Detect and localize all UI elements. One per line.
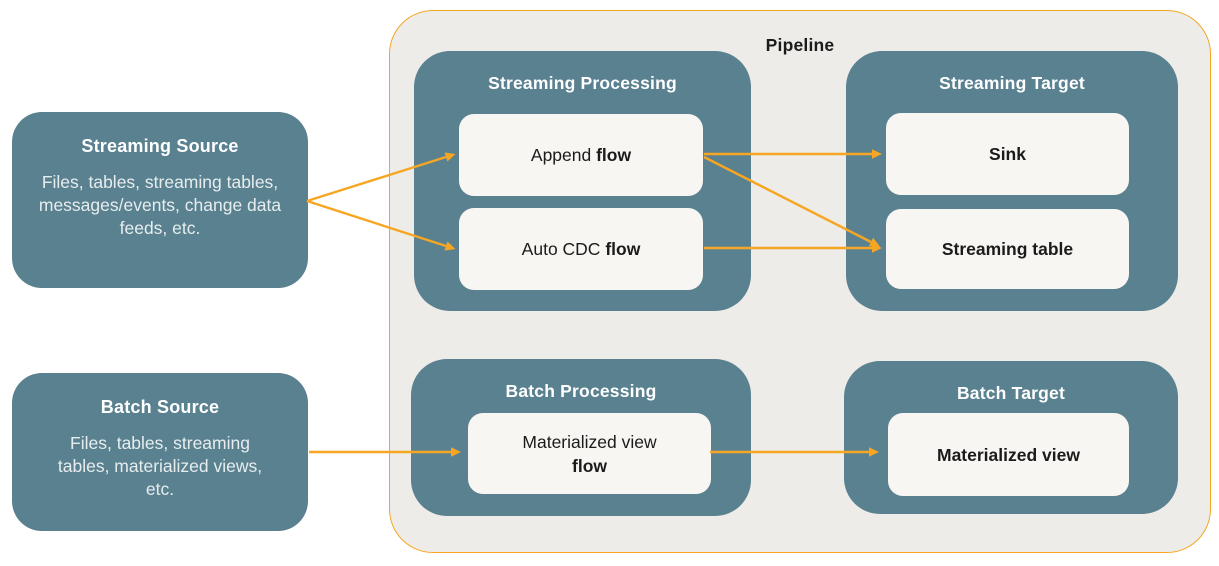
streaming-processing-box: Streaming Processing Append flow Auto CD… [414, 51, 751, 311]
streaming-processing-title: Streaming Processing [488, 73, 677, 93]
streaming-source-title: Streaming Source [81, 136, 239, 156]
batch-target-box: Batch Target Materialized view [844, 361, 1178, 514]
append-flow-label: Append [530, 145, 592, 165]
batch-source-title: Batch Source [100, 397, 220, 417]
append-flow-label-bold: flow [596, 145, 632, 165]
batch-source-box: Batch Source Files, tables, streaming ta… [12, 373, 308, 531]
batch-target-title: Batch Target [956, 383, 1066, 403]
pipeline-container: Pipeline Streaming Processing Append flo… [389, 10, 1211, 553]
auto-cdc-flow-label: Auto CDC [521, 239, 601, 259]
streaming-source-box: Streaming Source Files, tables, streamin… [12, 112, 308, 288]
materialized-view-flow-label: Materialized view [522, 431, 657, 452]
auto-cdc-flow-card: Auto CDC flow [459, 208, 703, 290]
materialized-view-flow-label-bold: flow [572, 455, 607, 476]
materialized-view-flow-card: Materialized view flow [468, 413, 711, 494]
batch-processing-title: Batch Processing [505, 381, 657, 401]
streaming-target-box: Streaming Target Sink Streaming table [846, 51, 1178, 311]
auto-cdc-flow-label-bold: flow [605, 239, 641, 259]
streaming-table-card: Streaming table [886, 209, 1129, 289]
batch-processing-box: Batch Processing Materialized view flow [411, 359, 751, 516]
sink-label: Sink [989, 144, 1026, 164]
materialized-view-label: Materialized view [937, 444, 1080, 465]
batch-source-description: Files, tables, streaming tables, materia… [57, 433, 263, 499]
streaming-table-label: Streaming table [941, 239, 1074, 259]
streaming-target-title: Streaming Target [939, 73, 1085, 93]
sink-card: Sink [886, 113, 1129, 195]
streaming-source-description: Files, tables, streaming tables, message… [38, 172, 282, 238]
materialized-view-card: Materialized view [888, 413, 1129, 496]
pipeline-title: Pipeline [765, 35, 835, 55]
append-flow-card: Append flow [459, 114, 703, 196]
